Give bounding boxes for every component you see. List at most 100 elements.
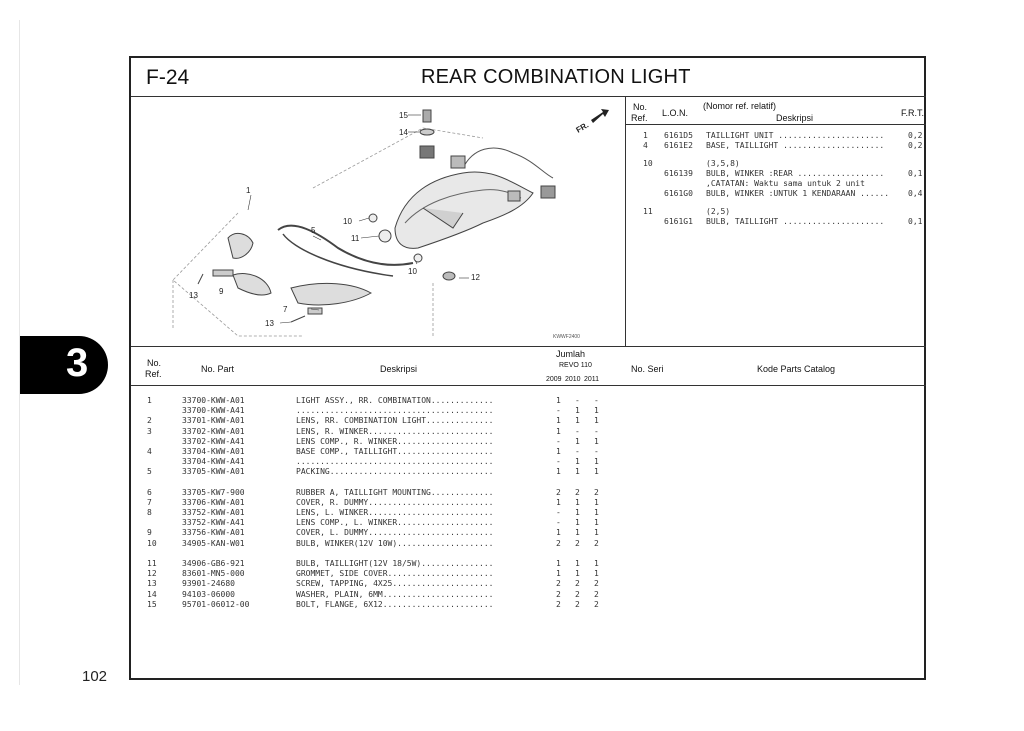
part-ref: 8 <box>147 508 152 518</box>
parts-col-year-2009: 2009 <box>546 376 562 383</box>
front-label: FR. <box>575 120 591 134</box>
callout-13-right: 13 <box>265 319 274 328</box>
part-number: 33705-KW7-900 <box>182 487 245 497</box>
part-qty-2009: - <box>556 518 561 528</box>
part-number: 33704-KWW-A01 <box>182 446 245 456</box>
part-qty-2010: 1 <box>575 559 580 568</box>
part-number: 83601-MN5-000 <box>182 569 245 579</box>
diagram-divider <box>625 96 626 347</box>
ref-header-divider <box>626 124 926 125</box>
ref-lon: 6161E2 <box>664 141 693 150</box>
parts-col-no: No. <box>147 358 162 368</box>
part-qty-2010: 1 <box>575 518 580 528</box>
part-number: 33752-KWW-A01 <box>182 508 245 518</box>
parts-col-year-2010: 2010 <box>565 376 581 383</box>
section-divider <box>131 346 926 347</box>
part-desc: LENS, L. WINKER.........................… <box>296 508 494 518</box>
part-qty-2009: 1 <box>556 497 561 507</box>
parts-col-seri: No. Seri <box>631 364 664 374</box>
parts-col-deskripsi: Deskripsi <box>380 364 418 374</box>
part-desc: BOLT, FLANGE, 6X12......................… <box>296 599 494 609</box>
part-ref: 2 <box>147 416 152 426</box>
ref-col-nomor: (Nomor ref. relatif) <box>703 101 777 111</box>
callout-10-upper: 10 <box>343 217 352 226</box>
part-number: 95701-06012-00 <box>182 599 250 609</box>
part-qty-2009: - <box>556 508 561 518</box>
part-qty-2010: - <box>575 426 580 436</box>
part-desc: COVER, R. DUMMY.........................… <box>296 497 494 507</box>
part-desc: PACKING.................................… <box>296 467 494 477</box>
header-divider <box>131 96 926 97</box>
diagram-code: KWWF2400 <box>553 334 580 340</box>
part-desc: LENS COMP., L. WINKER...................… <box>296 518 494 528</box>
exploded-diagram: 15 14 1 5 10 11 10 12 9 13 7 13 FR. KWWF… <box>172 109 609 340</box>
part-qty-2010: - <box>575 396 580 405</box>
part-desc: SCREW, TAPPING, 4X25....................… <box>296 579 494 589</box>
parts-col-jumlah: Jumlah <box>556 349 586 359</box>
part-desc: BULB, TAILLIGHT(12V 18/5W)..............… <box>296 559 494 568</box>
part-number: 33704-KWW-A41 <box>182 457 245 467</box>
ref-table-row: 10(3,5,8) <box>626 159 926 169</box>
part-desc: BULB, WINKER(12V 10W)...................… <box>296 538 494 548</box>
part-qty-2010: 2 <box>575 487 580 497</box>
ref-lon: 6161G1 <box>664 217 693 226</box>
part-qty-2009: - <box>556 457 561 467</box>
ref-col-no: No. <box>633 102 648 112</box>
part-number: 33756-KWW-A01 <box>182 528 245 538</box>
part-qty-2009: 2 <box>556 538 561 548</box>
part-ref: 13 <box>147 579 157 589</box>
ref-lon: 6161D5 <box>664 131 693 140</box>
part-qty-2010: 1 <box>575 508 580 518</box>
part-qty-2011: 2 <box>594 599 599 609</box>
part-qty-2009: 2 <box>556 579 561 589</box>
part-qty-2010: 1 <box>575 406 580 416</box>
parts-col-model: REVO 110 <box>559 362 592 369</box>
part-qty-2011: 1 <box>594 528 599 538</box>
front-arrow-icon <box>591 109 609 123</box>
part-qty-2009: 1 <box>556 467 561 477</box>
part-ref: 7 <box>147 497 152 507</box>
part-qty-2011: 2 <box>594 538 599 548</box>
ref-desc: ,CATATAN: Waktu sama untuk 2 unit <box>706 179 865 188</box>
part-qty-2011: - <box>594 446 599 456</box>
part-ref: 3 <box>147 426 152 436</box>
part-desc: LIGHT ASSY., RR. COMBINATION............… <box>296 396 494 405</box>
part-qty-2009: 1 <box>556 528 561 538</box>
part-number: 33702-KWW-A41 <box>182 436 245 446</box>
parts-col-part: No. Part <box>201 364 235 374</box>
part-desc: GROMMET, SIDE COVER.....................… <box>296 569 494 579</box>
parts-table-row: 33700-KWW-A41...........................… <box>131 406 611 416</box>
ref-no: 11 <box>643 207 653 216</box>
ref-desc: (2,5) <box>706 207 731 216</box>
parts-table-row: 8 33752-KWW-A01 LENS, L. WINKER...........… <box>131 508 611 518</box>
part-qty-2009: 2 <box>556 487 561 497</box>
part-qty-2009: - <box>556 436 561 446</box>
part-desc: RUBBER A, TAILLIGHT MOUNTING............… <box>296 487 494 497</box>
part-qty-2011: 2 <box>594 579 599 589</box>
parts-col-ref: Ref. <box>145 369 162 379</box>
callout-15: 15 <box>399 111 408 120</box>
part-qty-2010: 2 <box>575 589 580 599</box>
part-qty-2011: 1 <box>594 406 599 416</box>
section-tab-number: 3 <box>66 341 89 385</box>
part-qty-2011: 1 <box>594 508 599 518</box>
part-ref: 10 <box>147 538 157 548</box>
part-desc: WASHER, PLAIN, 6MM......................… <box>296 589 494 599</box>
ref-frt: 0,4 <box>908 189 923 198</box>
part-qty-2011: 1 <box>594 497 599 507</box>
